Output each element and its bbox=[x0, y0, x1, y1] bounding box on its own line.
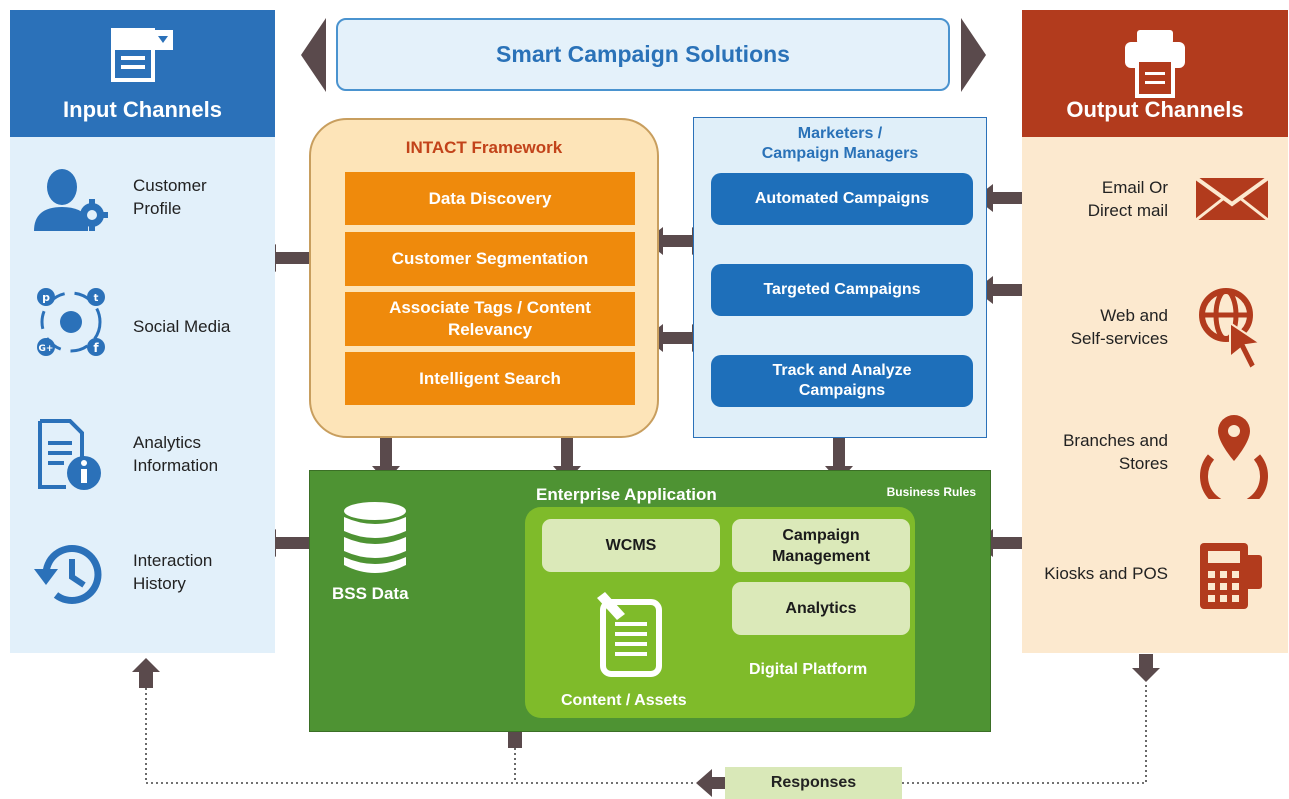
marketers-panel: Marketers / Campaign Managers Automated … bbox=[693, 117, 987, 438]
intact-title: INTACT Framework bbox=[405, 138, 563, 157]
output-label-email: Email Or Direct mail bbox=[1087, 178, 1168, 220]
svg-text:t: t bbox=[94, 293, 99, 304]
digital-platform: WCMS Campaign Management Analytics Conte… bbox=[525, 507, 915, 718]
database-icon bbox=[342, 501, 408, 582]
output-label-kiosks: Kiosks and POS bbox=[1044, 564, 1168, 583]
banner-left-arrowhead bbox=[301, 18, 326, 92]
printer-icon bbox=[1123, 28, 1187, 103]
banner-right-arrowhead bbox=[961, 18, 986, 92]
wcms-box: WCMS bbox=[542, 519, 720, 572]
user-gear-icon bbox=[30, 167, 110, 238]
content-document-icon bbox=[595, 592, 665, 683]
input-label-customer-profile: Customer Profile bbox=[133, 176, 207, 218]
svg-text:f: f bbox=[93, 341, 99, 355]
input-channels-header: Input Channels bbox=[10, 10, 275, 137]
social-network-icon: p t G+ f bbox=[34, 285, 108, 364]
page-title: Smart Campaign Solutions bbox=[336, 18, 950, 91]
responses-label: Responses bbox=[725, 767, 902, 799]
automated-campaigns-box: Automated Campaigns bbox=[711, 173, 973, 225]
globe-cursor-icon bbox=[1198, 285, 1264, 376]
arrow-up-input bbox=[132, 658, 160, 688]
campaign-management-box: Campaign Management bbox=[732, 519, 910, 572]
digital-platform-label: Digital Platform bbox=[749, 661, 868, 678]
output-label-web: Web and Self-services bbox=[1070, 306, 1168, 348]
location-pin-icon bbox=[1197, 407, 1271, 511]
svg-text:G+: G+ bbox=[39, 344, 54, 354]
bss-data-label: BSS Data bbox=[332, 584, 409, 603]
input-channels-title: Input Channels bbox=[63, 97, 222, 122]
input-label-interaction-history: Interaction History bbox=[133, 551, 213, 593]
input-label-analytics-information: Analytics Information bbox=[133, 433, 219, 475]
output-channels-panel: Email Or Direct mail Web and Self-servic… bbox=[1022, 137, 1288, 653]
business-rules-label: Business Rules bbox=[886, 485, 976, 499]
arrow-down-output bbox=[1132, 654, 1160, 682]
content-assets-label: Content / Assets bbox=[561, 692, 687, 709]
customer-segmentation-box: Customer Segmentation bbox=[345, 232, 635, 286]
track-analyze-campaigns-box: Track and Analyze Campaigns bbox=[711, 355, 973, 407]
input-channels-panel: Customer Profile p t G+ f Social Media A… bbox=[10, 137, 275, 653]
response-dotted-lines bbox=[145, 682, 1147, 784]
analytics-box: Analytics bbox=[732, 582, 910, 635]
intelligent-search-box: Intelligent Search bbox=[345, 352, 635, 405]
history-clock-icon bbox=[32, 537, 108, 618]
data-discovery-box: Data Discovery bbox=[345, 172, 635, 225]
enterprise-title: Enterprise Application bbox=[536, 485, 717, 504]
envelope-icon bbox=[1194, 176, 1270, 227]
marketers-title: Marketers / Campaign Managers bbox=[761, 125, 919, 162]
output-label-branches: Branches and Stores bbox=[1063, 431, 1168, 473]
intact-framework: INTACT Framework Data Discovery Customer… bbox=[309, 118, 659, 438]
input-label-social-media: Social Media bbox=[133, 317, 231, 336]
output-channels-title: Output Channels bbox=[1066, 97, 1244, 122]
targeted-campaigns-box: Targeted Campaigns bbox=[711, 264, 973, 316]
form-window-icon bbox=[110, 28, 175, 87]
pos-terminal-icon bbox=[1198, 541, 1264, 616]
svg-text:p: p bbox=[42, 291, 50, 304]
associate-tags-box: Associate Tags / Content Relevancy bbox=[345, 292, 635, 346]
arrow-left-responses bbox=[696, 769, 725, 797]
output-channels-header: Output Channels bbox=[1022, 10, 1288, 137]
document-info-icon bbox=[36, 417, 104, 498]
